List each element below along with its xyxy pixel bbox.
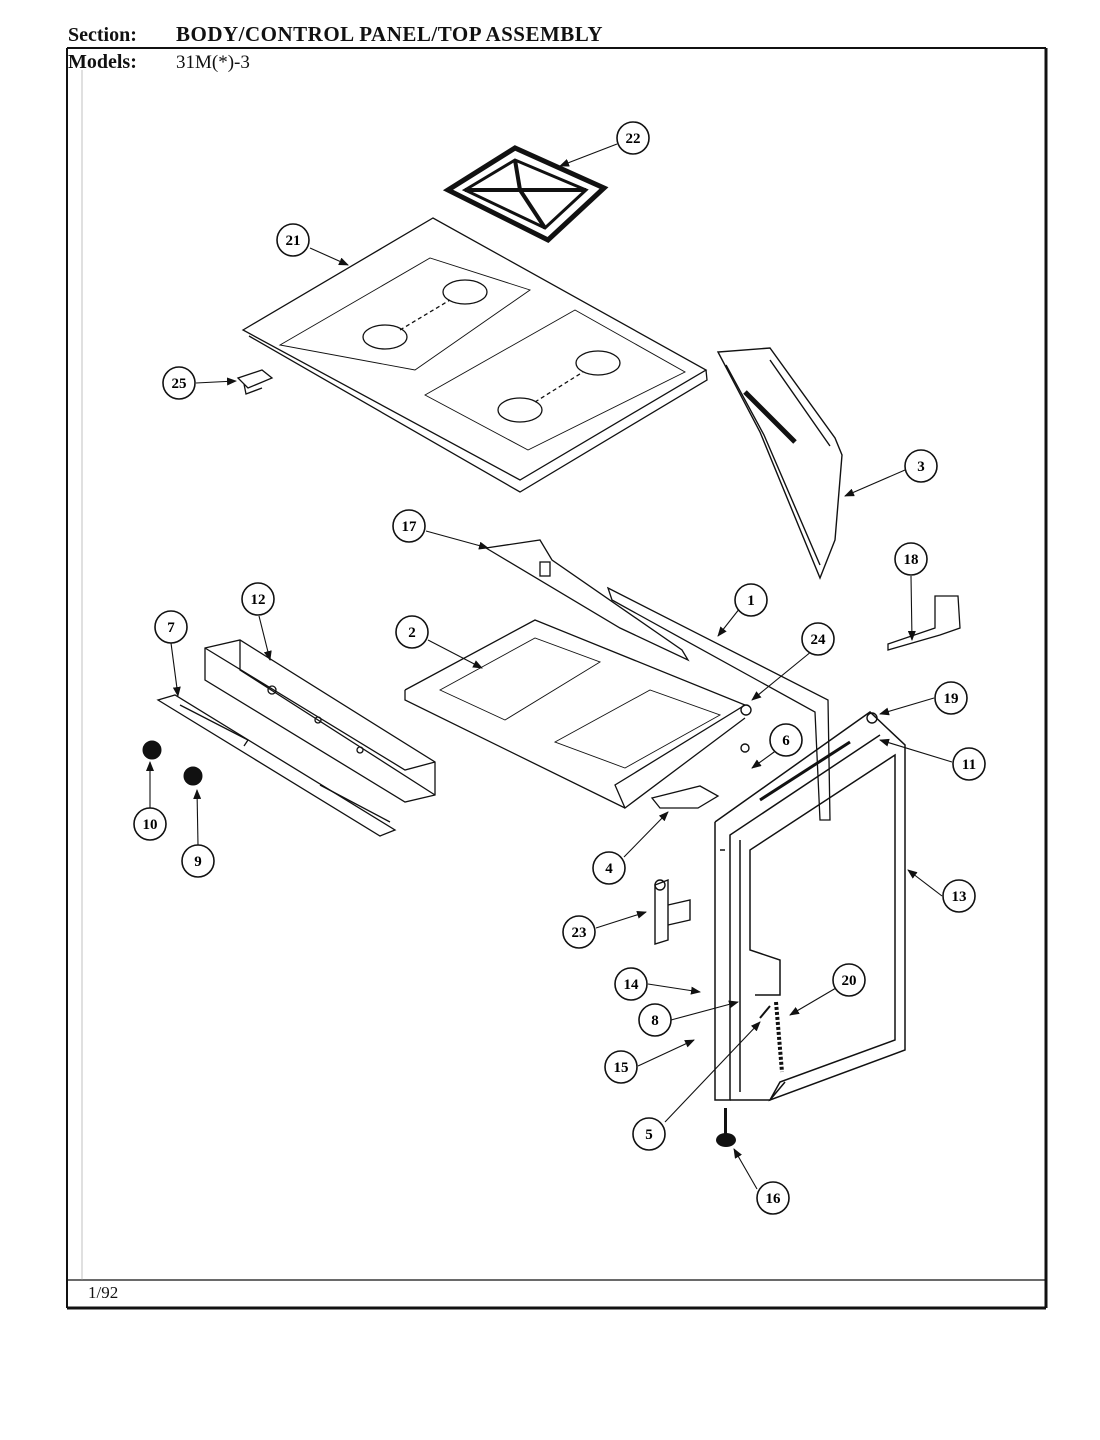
callout-16: 16 [756, 1181, 790, 1215]
footer-date: 1/92 [88, 1283, 119, 1302]
callout-10: 10 [133, 807, 167, 841]
svg-text:17: 17 [402, 519, 418, 535]
foot-part [716, 1108, 736, 1147]
svg-text:13: 13 [952, 889, 967, 905]
oven-bottom-part [404, 619, 747, 810]
control-panel-frame-part [714, 711, 906, 1102]
callout-17: 17 [392, 509, 426, 543]
svg-text:21: 21 [286, 233, 301, 249]
section-title: BODY/CONTROL PANEL/TOP ASSEMBLY [176, 22, 604, 46]
callout-2: 2 [395, 615, 429, 649]
svg-text:7: 7 [167, 620, 175, 636]
callout-22: 22 [616, 121, 650, 155]
callout-15: 15 [604, 1050, 638, 1084]
spring-bolt-parts [759, 1001, 784, 1073]
knob-parts [142, 740, 203, 786]
cooktop-part [241, 217, 708, 493]
svg-text:18: 18 [904, 552, 919, 568]
callout-1: 1 [734, 583, 768, 617]
callout-6: 6 [769, 723, 803, 757]
models-label: Models: [68, 51, 137, 73]
svg-text:22: 22 [626, 131, 641, 147]
section-header: Section: BODY/CONTROL PANEL/TOP ASSEMBLY [68, 22, 603, 47]
svg-text:2: 2 [408, 625, 416, 641]
callout-9: 9 [181, 844, 215, 878]
hinge-bracket-part [650, 785, 720, 809]
callout-14: 14 [614, 967, 648, 1001]
section-label: Section: [68, 24, 137, 46]
manifold-cover-part [204, 639, 436, 803]
corner-bracket-part [887, 595, 961, 651]
callout-8: 8 [638, 1003, 672, 1037]
svg-text:16: 16 [766, 1191, 782, 1207]
rail-part [156, 694, 397, 837]
svg-text:6: 6 [782, 733, 790, 749]
svg-text:25: 25 [172, 376, 187, 392]
callout-7: 7 [154, 610, 188, 644]
callout-12: 12 [241, 582, 275, 616]
models-header: Models: 31M(*)-3 [68, 51, 250, 74]
callout-18: 18 [894, 542, 928, 576]
callout-25: 25 [162, 366, 196, 400]
callout-11: 11 [952, 747, 986, 781]
svg-text:5: 5 [645, 1127, 653, 1143]
svg-text:1: 1 [747, 593, 755, 609]
svg-text:9: 9 [194, 854, 202, 870]
screw-parts [740, 704, 878, 753]
callout-23: 23 [562, 915, 596, 949]
callout-21: 21 [276, 223, 310, 257]
svg-text:14: 14 [624, 977, 640, 993]
svg-text:11: 11 [962, 757, 976, 773]
leader-lines [146, 143, 953, 1190]
svg-text:10: 10 [143, 817, 158, 833]
callout-13: 13 [942, 879, 976, 913]
rear-panel-part [716, 347, 843, 580]
grate-part [442, 145, 609, 244]
page-frame [66, 47, 1048, 1310]
callout-4: 4 [592, 851, 626, 885]
svg-text:12: 12 [251, 592, 266, 608]
svg-text:20: 20 [842, 973, 857, 989]
svg-text:15: 15 [614, 1060, 629, 1076]
svg-text:3: 3 [917, 459, 925, 475]
callouts: 22 21 25 3 17 18 1 12 7 2 24 19 6 11 10 … [133, 121, 986, 1215]
side-panel-part [606, 586, 831, 821]
callout-5: 5 [632, 1117, 666, 1151]
callout-3: 3 [904, 449, 938, 483]
callout-24: 24 [801, 622, 835, 656]
svg-text:8: 8 [651, 1013, 659, 1029]
svg-text:23: 23 [572, 925, 587, 941]
bracket-part [484, 539, 690, 662]
svg-text:4: 4 [605, 861, 613, 877]
callout-20: 20 [832, 963, 866, 997]
svg-text:24: 24 [811, 632, 827, 648]
models-value: 31M(*)-3 [176, 52, 250, 73]
clip-part [236, 369, 274, 395]
callout-19: 19 [934, 681, 968, 715]
hinge-part [654, 878, 691, 945]
svg-text:19: 19 [944, 691, 959, 707]
